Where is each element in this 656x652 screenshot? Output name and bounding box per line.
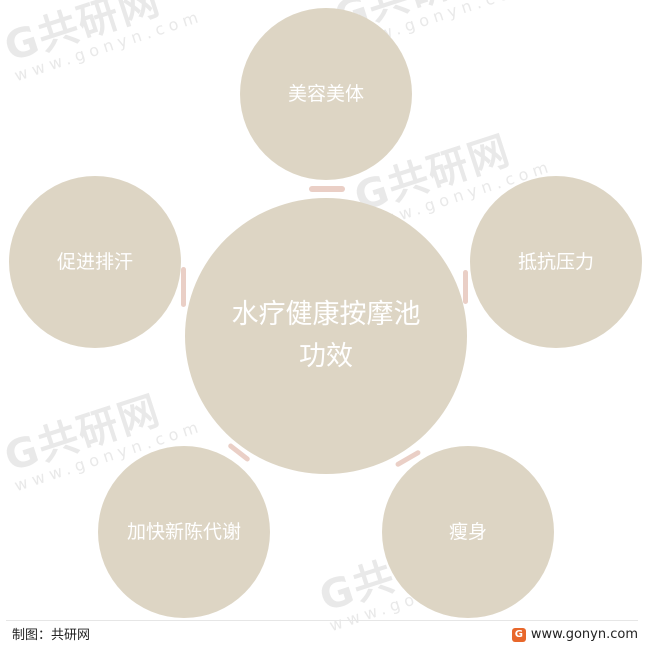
satellite-circle-slimming: 瘦身 — [382, 446, 554, 618]
center-circle: 水疗健康按摩池功效 — [185, 198, 467, 474]
satellite-label: 促进排汗 — [56, 251, 133, 273]
footer-divider — [6, 620, 638, 621]
satellite-circle-sweating: 促进排汗 — [9, 176, 181, 348]
satellite-label: 加快新陈代谢 — [126, 521, 241, 543]
satellite-circle-stress-resistance: 抵抗压力 — [470, 176, 642, 348]
watermark-logo: G共研网 www.gonyn.com — [0, 0, 206, 86]
satellite-circle-beauty: 美容美体 — [240, 8, 412, 180]
connector-left — [181, 267, 186, 307]
satellite-label: 瘦身 — [448, 521, 487, 543]
logo-icon: G — [511, 628, 526, 642]
center-label: 水疗健康按摩池功效 — [231, 299, 421, 372]
website-url: www.gonyn.com — [530, 627, 638, 642]
satellite-label: 抵抗压力 — [517, 251, 594, 273]
connector-top — [309, 186, 345, 192]
connector-right — [463, 270, 468, 304]
satellite-label: 美容美体 — [287, 83, 364, 105]
footer-website[interactable]: G www.gonyn.com — [511, 627, 638, 643]
footer-credit: 制图：共研网 — [12, 628, 91, 643]
satellite-circle-metabolism: 加快新陈代谢 — [98, 446, 270, 618]
